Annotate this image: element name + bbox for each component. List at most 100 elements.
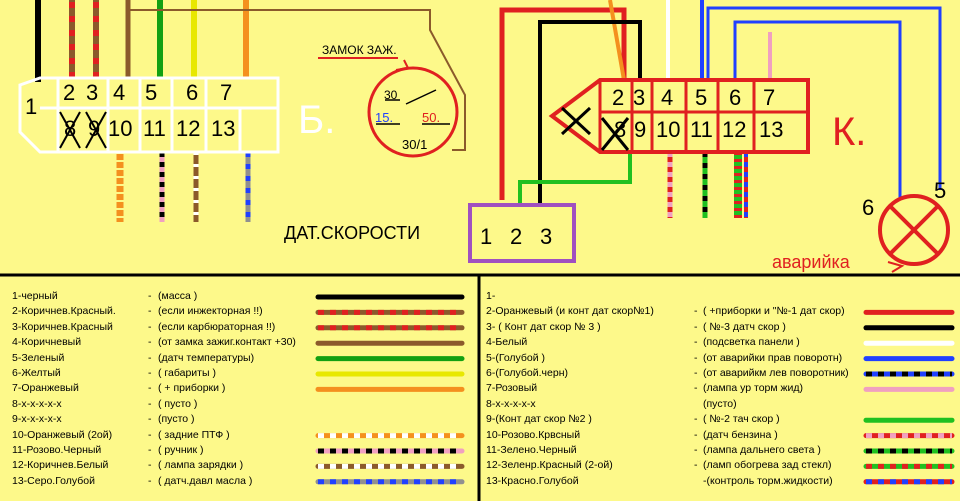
legend-desc: ( задние ПТФ )	[158, 428, 230, 441]
legend-dash: -	[148, 320, 152, 333]
legend-dash: -	[694, 305, 698, 318]
speed-sensor-pin-1: 1	[480, 224, 493, 249]
wire-k2-red	[499, 7, 627, 200]
legend-desc: (пусто )	[158, 413, 195, 426]
legend-desc: (масса )	[158, 290, 198, 302]
legend-desc: ( ручник )	[158, 444, 204, 456]
legend-desc: (лампа дальнего света )	[703, 444, 821, 456]
legend-dash: -	[694, 413, 698, 426]
connector-b-pin-7: 7	[220, 80, 233, 105]
legend-name: 3- ( Конт дат скор № 3 )	[486, 320, 601, 333]
connector-k-pin-11: 11	[690, 117, 713, 142]
connector-b-pin-9: 9	[88, 116, 101, 141]
ignition-title: ЗАМОК ЗАЖ.	[322, 43, 397, 57]
legend-dash: -	[148, 444, 152, 456]
connector-b-pin-12: 12	[176, 116, 201, 141]
legend-dash: -	[148, 459, 152, 472]
legend-desc: ( + приборки )	[158, 382, 226, 395]
legend-dash: -	[694, 336, 698, 349]
connector-b-pin-13: 13	[211, 116, 236, 141]
legend-name: 8-х-х-х-х-х	[486, 397, 536, 410]
connector-k-pin-12: 12	[722, 117, 747, 142]
connector-k-outline	[548, 78, 810, 154]
hazard-lamp-label: аварийка	[772, 252, 850, 272]
connector-b-pin-11: 11	[143, 116, 166, 141]
legend-desc: (если инжекторная !!)	[158, 305, 263, 318]
legend-dash: -	[148, 367, 152, 379]
legend-desc: ( №-2 тач скор )	[703, 413, 780, 426]
legend-name: 6-Желтый	[12, 367, 61, 379]
legend-dash: -	[148, 397, 152, 410]
ignition-contact-30: 30	[384, 88, 398, 102]
legend-name: 13-Серо.Голубой	[12, 474, 96, 487]
legend-dash: -	[148, 428, 152, 441]
legend-desc: (пусто)	[703, 397, 737, 410]
connector-b-pin-2: 2	[63, 80, 76, 105]
speed-sensor-pin-2: 2	[510, 224, 523, 249]
legend-dash: -	[694, 367, 698, 379]
legend-dash: -	[148, 382, 152, 395]
hazard-lamp-circle	[878, 194, 950, 266]
legend-dash: -	[148, 351, 152, 364]
connector-k-pin-13: 13	[759, 117, 784, 142]
legend-dash: -	[694, 320, 698, 333]
connector-b-pin-3: 3	[86, 80, 99, 105]
connector-k-pin-3: 3	[633, 85, 646, 110]
legend-name: 1-	[486, 290, 496, 302]
connector-b-label: Б.	[298, 98, 336, 142]
legend-name: 11-Розово.Черный	[12, 444, 102, 456]
connector-b-pin-1: 1	[25, 94, 38, 119]
connector-k-pin-4: 4	[661, 85, 674, 110]
legend-name: 5-Зеленый	[12, 351, 65, 364]
legend-name: 11-Зелено.Черный	[486, 444, 577, 456]
legend-desc: -(контроль торм.жидкости)	[703, 474, 833, 487]
legend-dash: -	[694, 459, 698, 472]
wire-k9-green	[518, 152, 632, 205]
speed-sensor-title: ДАТ.СКОРОСТИ	[284, 223, 421, 243]
legend-swatches	[315, 294, 955, 485]
legend-desc: (датч бензина )	[703, 428, 778, 441]
legend-name: 4-Коричневый	[12, 336, 82, 349]
legend-desc: (от аварийкм лев поворотник)	[703, 367, 849, 379]
legend-name: 5-(Голубой )	[486, 351, 546, 364]
legend-desc: (датч температуры)	[158, 351, 255, 364]
legend-desc: ( пусто )	[158, 397, 198, 410]
legend-name: 12-Зеленр.Красный (2-ой)	[486, 459, 613, 472]
legend-name: 7-Оранжевый	[12, 382, 79, 395]
legend-desc: ( датч.давл масла )	[158, 474, 253, 487]
connector-k-pin-7: 7	[763, 85, 776, 110]
connector-b-pin-6: 6	[186, 80, 199, 105]
legend-name: 12-Коричнев.Белый	[12, 459, 109, 472]
ignition-circle	[367, 66, 459, 158]
wire-k5-hazard	[706, 6, 942, 190]
wire-k6-hazard	[733, 20, 902, 200]
connector-k-pin-10: 10	[656, 117, 681, 142]
connector-k-pin-5: 5	[695, 85, 708, 110]
connector-b-pin-4: 4	[113, 80, 126, 105]
legend-desc: (если карбюраторная !!)	[158, 320, 276, 333]
legend-name: 7-Розовый	[486, 382, 538, 395]
connector-b-pin-5: 5	[145, 80, 158, 105]
ignition-contact-15: 15.	[375, 110, 394, 125]
legend-desc: ( +приборки и "№-1 дат скор)	[703, 305, 845, 318]
legend-name: 4-Белый	[486, 336, 528, 349]
wire-k2-orange	[608, 0, 626, 81]
speed-sensor-box	[468, 203, 576, 263]
ignition-contact-50: 50.	[422, 110, 441, 125]
legend-dash: -	[148, 290, 152, 302]
legend-desc: (от аварийки прав поворотн)	[703, 351, 843, 364]
legend-desc: ( габариты )	[158, 367, 216, 379]
legend-desc: (от замка зажиг.контакт +30)	[158, 336, 296, 349]
speed-sensor-pin-3: 3	[540, 224, 553, 249]
legend-name: 3-Коричнев.Красный	[12, 320, 113, 333]
legend-name: 2-Коричнев.Красный.	[12, 305, 116, 318]
legend-desc: (лампа ур торм жид)	[703, 382, 804, 395]
legend-name: 9-(Конт дат скор №2 )	[486, 413, 592, 426]
legend-dash: -	[694, 444, 698, 456]
legend-desc: ( №-3 датч скор )	[703, 320, 786, 333]
legend-dash: -	[148, 336, 152, 349]
legend-desc: (ламп обогрева зад стекл)	[703, 459, 832, 472]
wire-b4-ignition	[128, 9, 466, 151]
wire-k3-black	[538, 20, 642, 205]
legend-desc: (подсветка панели )	[703, 336, 800, 349]
